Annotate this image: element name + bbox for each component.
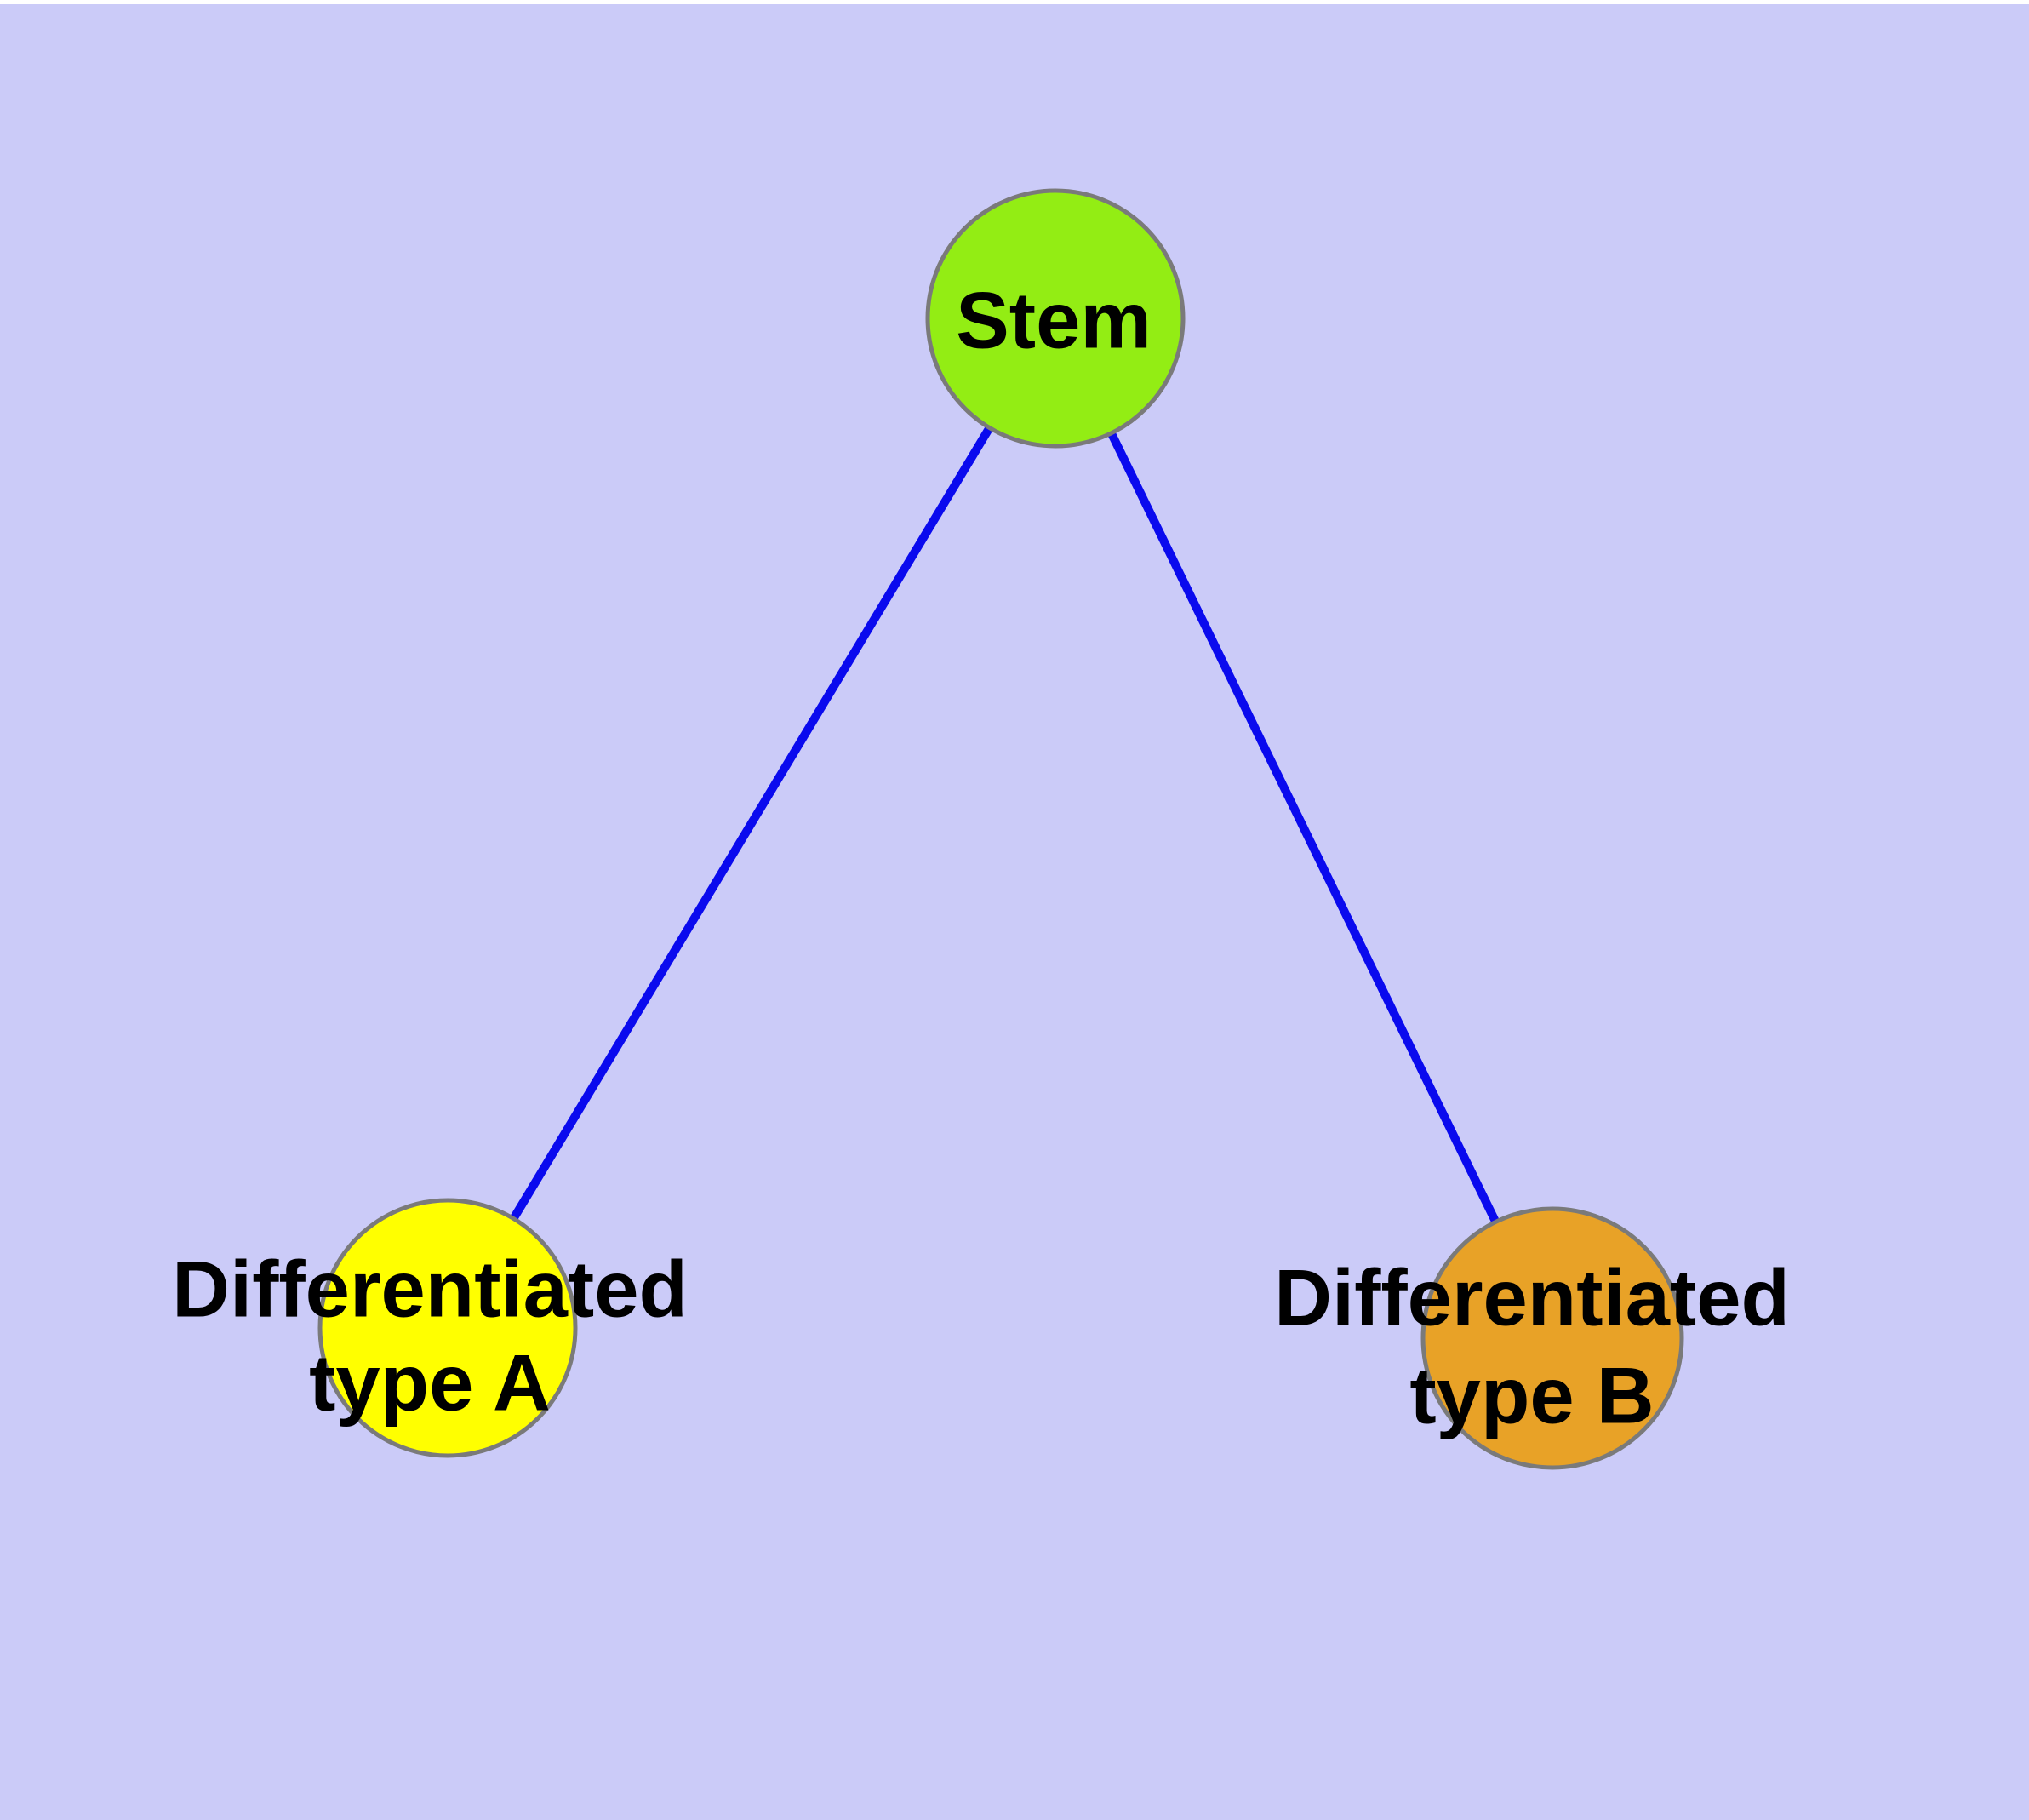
node-stem-label: Stem: [956, 276, 1152, 365]
node-type-b-label-line1: Differentiated: [1274, 1253, 1790, 1342]
top-edge-strip: [0, 0, 2029, 4]
edge-stem-to-type-b: [1051, 316, 1557, 1341]
edge-stem-to-type-a: [443, 316, 1060, 1331]
node-type-a-label-line1: Differentiated: [172, 1245, 688, 1334]
node-type-a-label-line2: type A: [309, 1338, 551, 1428]
node-type-a: [317, 1198, 578, 1458]
node-stem: [925, 188, 1186, 449]
node-type-b: [1420, 1206, 1684, 1470]
node-type-b-label-line2: type B: [1409, 1351, 1654, 1440]
